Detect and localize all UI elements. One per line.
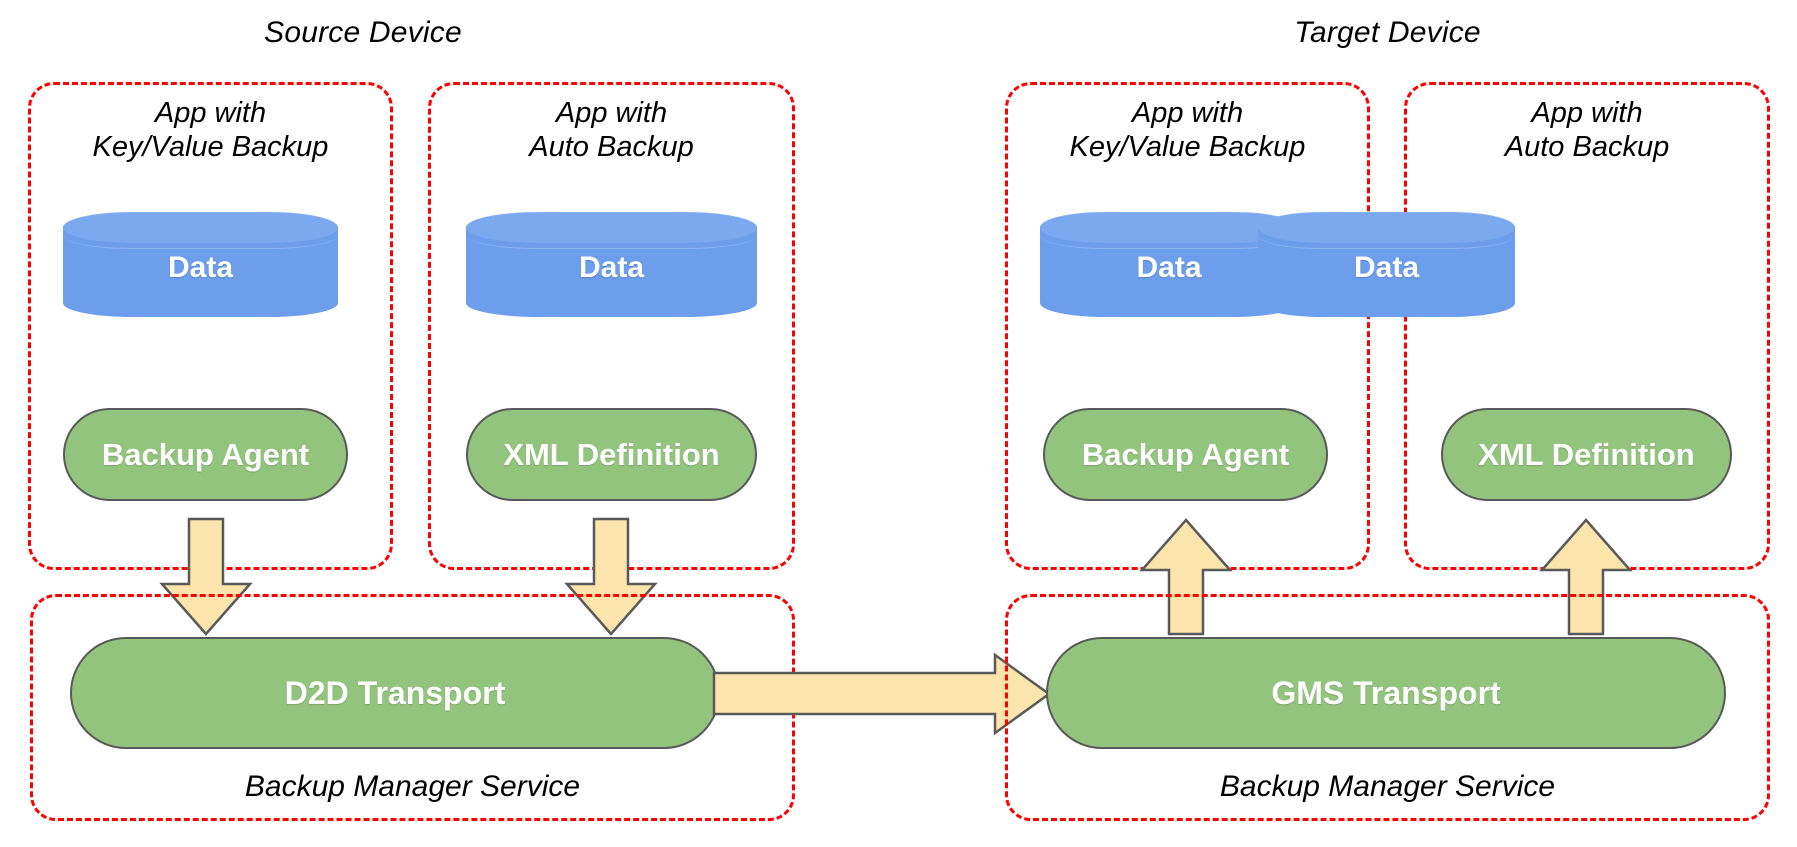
source-app1-label-line2: Key/Value Backup xyxy=(92,131,329,163)
source-app2-data-cylinder: Data xyxy=(466,212,757,317)
cylinder-top-highlight xyxy=(63,222,338,249)
source-app1-data-cylinder: Data xyxy=(63,212,338,317)
source-app2-to-transport-arrow-down xyxy=(564,517,658,636)
target-app2-mechanism-box[interactable]: XML Definition xyxy=(1441,408,1732,501)
target-device-title: Target Device xyxy=(1294,16,1481,49)
target-app2-label-line2: Auto Backup xyxy=(1504,131,1670,163)
source-transport-box[interactable]: D2D Transport xyxy=(70,637,720,749)
cylinder-top-highlight xyxy=(1258,222,1515,249)
cylinder-bottom xyxy=(466,289,757,317)
target-app1-data-cylinder: Data xyxy=(1040,212,1298,317)
source-app1-label-line1: App with xyxy=(154,97,267,129)
target-app1-label: App with Key/Value Backup xyxy=(1005,96,1370,164)
target-app2-label: App with Auto Backup xyxy=(1404,96,1770,164)
source-app2-label: App with Auto Backup xyxy=(428,96,795,164)
target-app2-cylinder: Data xyxy=(1258,212,1515,317)
panel-target-backup-manager-service xyxy=(1005,594,1770,821)
target-app2-from-transport-arrow-up xyxy=(1539,518,1633,636)
source-app2-mechanism-box[interactable]: XML Definition xyxy=(466,408,757,501)
source-service-label: Backup Manager Service xyxy=(244,770,581,803)
source-app1-data-label: Data xyxy=(167,250,234,284)
source-device-title: Source Device xyxy=(264,16,462,49)
target-app2-data-label: Data xyxy=(1353,250,1420,284)
target-app1-from-transport-arrow-up xyxy=(1139,518,1233,636)
source-app1-to-transport-arrow-down xyxy=(159,517,253,636)
transport-transfer-arrow-right xyxy=(712,652,1052,736)
target-service-label: Backup Manager Service xyxy=(1219,770,1556,803)
cylinder-bottom xyxy=(63,289,338,317)
target-app1-mechanism-box[interactable]: Backup Agent xyxy=(1043,408,1328,501)
cylinder-top-highlight xyxy=(1040,222,1298,249)
target-app2-label-line1: App with xyxy=(1531,97,1643,129)
cylinder-top-highlight xyxy=(466,222,757,249)
target-app1-data-label: Data xyxy=(1136,250,1202,284)
target-app1-label-line2: Key/Value Backup xyxy=(1069,131,1306,163)
target-app1-label-line1: App with xyxy=(1131,97,1244,129)
target-transport-box[interactable]: GMS Transport xyxy=(1046,637,1726,749)
cylinder-bottom xyxy=(1258,289,1515,317)
source-app2-data-label: Data xyxy=(578,250,645,284)
source-app1-label: App with Key/Value Backup xyxy=(28,96,393,164)
source-app1-mechanism-box[interactable]: Backup Agent xyxy=(63,408,348,501)
source-app2-label-line1: App with xyxy=(555,97,668,129)
cylinder-bottom xyxy=(1040,289,1298,317)
source-app2-label-line2: Auto Backup xyxy=(529,131,694,163)
